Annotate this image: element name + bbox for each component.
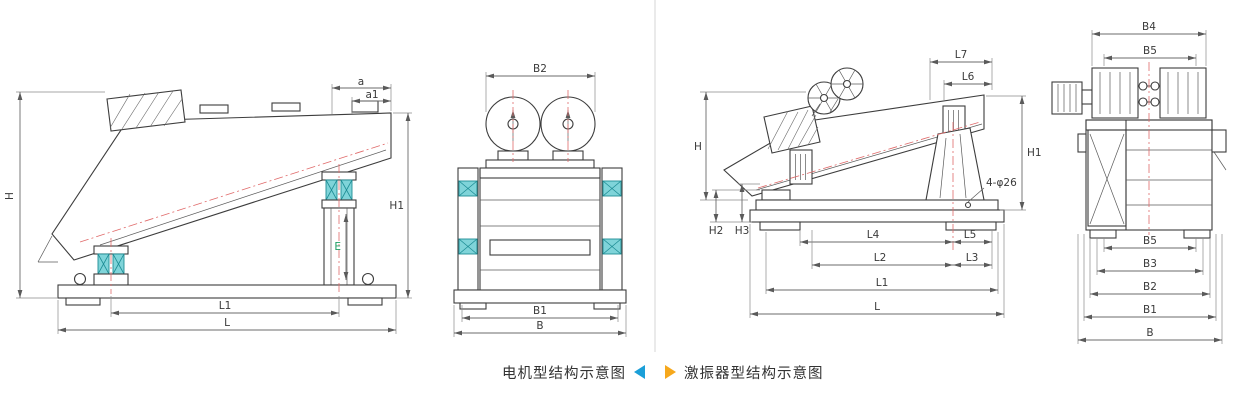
dim-label-h2: H2 bbox=[709, 225, 724, 237]
dim-label-h: H bbox=[4, 192, 16, 200]
dim-label-b3: B3 bbox=[1143, 258, 1157, 270]
dim-label-b1: B1 bbox=[1143, 304, 1157, 316]
dim-label-a: a bbox=[358, 76, 364, 88]
exciter-side-view bbox=[723, 67, 1005, 250]
caption-right-text: 激振器型结构示意图 bbox=[684, 365, 824, 382]
motor-side-dimensions: H a a1 E H1 L1 L bbox=[4, 76, 412, 334]
slotted-plate-left bbox=[789, 149, 813, 185]
dim-label-b: B bbox=[536, 320, 543, 332]
dim-label-l4: L4 bbox=[867, 229, 880, 241]
caption-bar: 电机型结构示意图 激振器型结构示意图 bbox=[0, 357, 1237, 387]
feed-box bbox=[763, 105, 821, 154]
coupling-shafts bbox=[1138, 81, 1160, 107]
exciter-end-view bbox=[1051, 62, 1227, 239]
dim-label-l: L bbox=[874, 301, 880, 313]
dim-label-l: L bbox=[224, 317, 230, 329]
vibrator-left bbox=[1091, 67, 1139, 119]
exciter-end-dimensions: B4 B5 B5 B3 B2 B1 B bbox=[1077, 21, 1223, 344]
exciter-side-dimensions: H H1 L7 L6 4-φ26 H2 H3 L4 L5 L2 L3 bbox=[694, 49, 1042, 318]
dim-label-holes: 4-φ26 bbox=[986, 177, 1017, 189]
diagram-canvas: H a a1 E H1 L1 L bbox=[4, 0, 1227, 352]
dim-label-a1: a1 bbox=[365, 89, 378, 101]
motor-side-view bbox=[37, 89, 397, 306]
motor-box bbox=[106, 89, 186, 132]
dim-label-b1: B1 bbox=[533, 305, 547, 317]
base-frame bbox=[57, 272, 397, 306]
dim-label-b4: B4 bbox=[1142, 21, 1156, 33]
right-arrow-icon bbox=[665, 365, 676, 379]
dim-label-h1: H1 bbox=[389, 200, 404, 212]
dim-label-h: H bbox=[694, 141, 702, 153]
caption-left: 电机型结构示意图 bbox=[0, 362, 655, 383]
pedestal bbox=[925, 127, 985, 201]
vibrator-right bbox=[1159, 67, 1207, 119]
base-feet bbox=[1089, 229, 1211, 239]
dim-label-h3: H3 bbox=[735, 225, 750, 237]
dim-label-b5: B5 bbox=[1143, 235, 1157, 247]
dim-label-b5-top: B5 bbox=[1143, 45, 1157, 57]
dim-label-l2: L2 bbox=[874, 252, 887, 264]
dim-label-e: E bbox=[334, 241, 341, 253]
screen-body bbox=[37, 100, 392, 263]
dim-label-l3: L3 bbox=[966, 252, 979, 264]
base-frame bbox=[749, 189, 1005, 231]
centerlines bbox=[512, 90, 569, 162]
caption-left-text: 电机型结构示意图 bbox=[502, 365, 626, 382]
motor-front-dimensions: B2 B1 B bbox=[453, 63, 627, 337]
dim-label-h1: H1 bbox=[1027, 147, 1042, 159]
base-frame bbox=[453, 289, 627, 310]
centerlines bbox=[757, 121, 981, 250]
frame bbox=[457, 159, 623, 291]
dim-label-l6: L6 bbox=[962, 71, 975, 83]
dim-label-b: B bbox=[1146, 327, 1153, 339]
dim-label-b2: B2 bbox=[1143, 281, 1157, 293]
caption-right: 激振器型结构示意图 bbox=[655, 362, 824, 383]
dim-label-b2: B2 bbox=[533, 63, 547, 75]
body-frame bbox=[1077, 119, 1227, 231]
dim-label-l5: L5 bbox=[964, 229, 977, 241]
motor-front-view bbox=[453, 90, 627, 310]
left-arrow-icon bbox=[634, 365, 645, 379]
centerlines bbox=[79, 142, 389, 294]
dim-label-l7: L7 bbox=[955, 49, 968, 61]
dim-label-l1: L1 bbox=[876, 277, 889, 289]
dim-label-l1: L1 bbox=[219, 300, 232, 312]
exciter-pulleys bbox=[807, 67, 864, 117]
drive-motor bbox=[1051, 81, 1093, 115]
